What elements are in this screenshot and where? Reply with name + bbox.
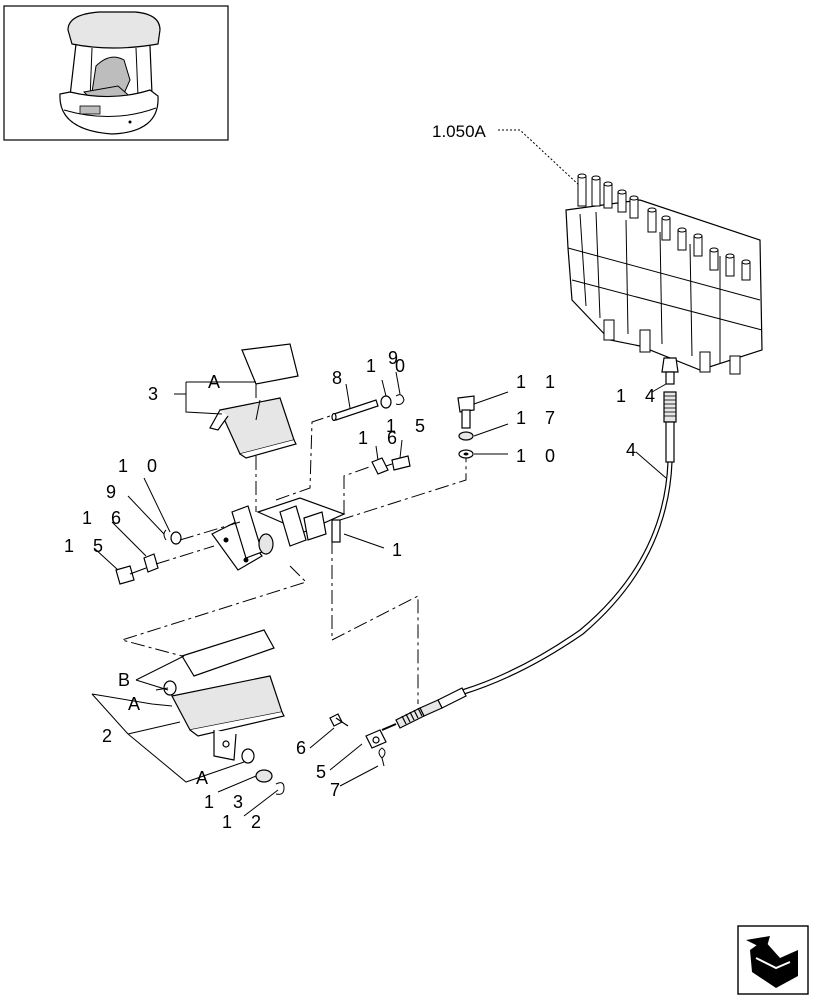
label-part-9-top: 9 xyxy=(388,348,398,368)
label-part-14: 1 4 xyxy=(616,386,662,406)
label-part-1: 1 xyxy=(392,540,402,560)
label-part-17: 1 7 xyxy=(516,408,562,428)
label-part-8: 8 xyxy=(332,368,342,388)
pin-8 xyxy=(331,399,379,422)
label-part-6: 6 xyxy=(296,738,306,758)
label-part-10-top: 1 0 xyxy=(366,356,412,376)
control-valve-block xyxy=(565,173,763,375)
label-part-16-left: 1 6 xyxy=(82,508,128,528)
label-letter-a-bottom: A xyxy=(196,768,208,788)
label-part-11: 1 1 xyxy=(516,372,562,392)
clip-9-top xyxy=(395,394,405,405)
lower-pedal xyxy=(163,629,285,795)
bolt-stack-right xyxy=(457,395,475,459)
washer-10-top xyxy=(380,395,392,409)
label-letter-a-top: A xyxy=(208,372,220,392)
label-part-15-top: 1 5 xyxy=(386,416,432,436)
center-lines xyxy=(120,384,467,704)
pedal-pivot-bracket xyxy=(211,497,346,571)
label-part-10-left: 1 0 xyxy=(118,456,164,476)
label-part-12: 1 2 xyxy=(222,812,268,832)
next-page-arrow-icon[interactable] xyxy=(737,925,809,995)
label-part-3: 3 xyxy=(148,384,158,404)
label-part-16-top: 1 6 xyxy=(358,428,404,448)
pedal-pad-assembly xyxy=(174,343,299,459)
label-part-5: 5 xyxy=(316,762,326,782)
hardware-left xyxy=(115,529,182,585)
control-cable xyxy=(329,357,679,767)
nut-bolt-top xyxy=(371,455,411,475)
label-part-9-left: 9 xyxy=(106,482,116,502)
label-part-7: 7 xyxy=(330,780,340,800)
label-letter-b: B xyxy=(118,670,130,690)
label-part-4: 4 xyxy=(626,440,636,460)
label-part-15-left: 1 5 xyxy=(64,536,110,556)
label-part-13: 1 3 xyxy=(204,792,250,812)
label-part-2: 2 xyxy=(102,726,112,746)
leader-lines xyxy=(91,371,667,817)
label-letter-a-mid: A xyxy=(128,694,140,714)
reference-label: 1.050A xyxy=(432,122,487,141)
label-part-10-right: 1 0 xyxy=(516,446,562,466)
machine-location-thumbnail xyxy=(3,5,229,141)
